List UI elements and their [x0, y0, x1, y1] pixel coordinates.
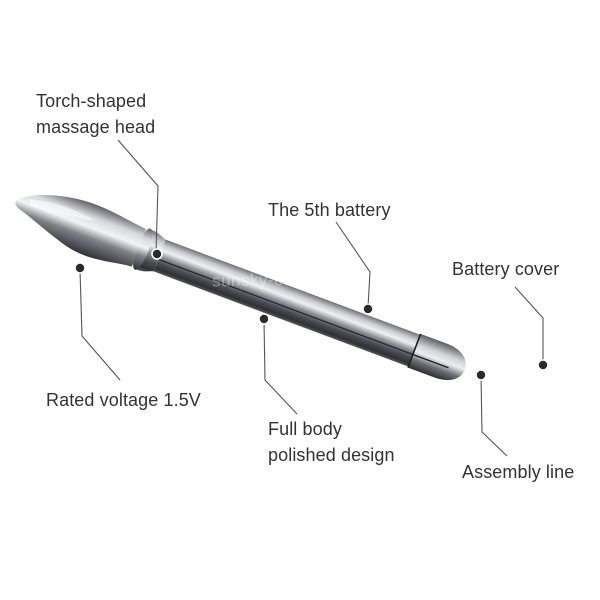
callout-battery-cover-line1: Battery cover: [452, 259, 560, 279]
callout-rated-voltage: Rated voltage 1.5V: [46, 387, 201, 413]
battery-cap: [407, 333, 466, 381]
callout-dots: [74, 248, 549, 381]
leader-cover: [514, 286, 544, 363]
leader-assembly: [480, 374, 508, 457]
callout-torch-head-line1: Torch-shaped: [36, 91, 147, 111]
callout-full-body-line2: polished design: [268, 445, 395, 465]
callout-full-body: Full body polished design: [268, 416, 395, 468]
collar-ring: [133, 228, 153, 270]
massager-device: [15, 195, 466, 381]
dot-cover: [537, 359, 549, 371]
callout-rated-voltage-line1: Rated voltage 1.5V: [46, 390, 201, 410]
leader-battery: [335, 221, 371, 308]
callout-fifth-battery: The 5th battery: [268, 197, 391, 223]
body-groove: [157, 258, 414, 356]
dot-assembly: [475, 369, 487, 381]
callout-assembly-line-line1: Assembly line: [462, 462, 575, 482]
cap-seam: [407, 333, 422, 368]
dot-body: [258, 313, 270, 325]
dot-voltage: [74, 262, 86, 274]
head-highlight: [28, 199, 98, 222]
callout-assembly-line: Assembly line: [462, 459, 574, 485]
callout-torch-head: Torch-shaped massage head: [36, 88, 155, 140]
callout-fifth-battery-line1: The 5th battery: [268, 200, 391, 220]
dot-battery: [362, 303, 374, 315]
leader-torch: [117, 139, 159, 253]
callout-battery-cover: Battery cover: [452, 256, 559, 282]
watermark: sunsky-online.com: [211, 268, 362, 291]
callout-full-body-line1: Full body: [268, 419, 342, 439]
leader-body: [263, 319, 298, 415]
callout-torch-head-line2: massage head: [36, 117, 156, 137]
leader-voltage: [79, 269, 121, 381]
cap-groove: [412, 353, 449, 369]
device-body: [153, 239, 421, 367]
torch-head: [15, 195, 146, 267]
leader-lines: [79, 139, 544, 457]
dot-torch: [151, 248, 163, 260]
